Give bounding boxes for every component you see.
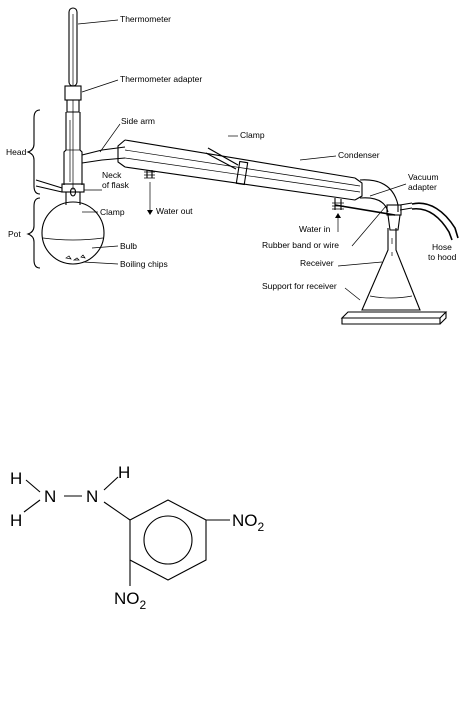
leader-lines [78,20,406,300]
benzene-ring [130,500,206,580]
receiver-support [342,312,446,324]
bond-h-n-bottom [24,500,40,512]
label-neck-line2: of flask [102,180,130,190]
label-support: Support for receiver [262,281,337,291]
aromatic-circle [144,516,192,564]
label-bulb: Bulb [120,241,137,251]
receiver-flask [362,228,420,310]
bond-h-n-top [26,480,40,492]
distillation-apparatus: Thermometer Thermometer adapter Side arm… [6,8,458,324]
condenser [82,140,362,210]
atom-h-top-left: H [10,469,22,488]
label-hose-line2: to hood [428,252,457,262]
group-no2-ortho: NO2 [114,589,147,612]
label-pot: Pot [8,229,21,239]
label-receiver: Receiver [300,258,334,268]
atom-h-top-right: H [118,463,130,482]
braces [28,110,40,268]
group-no2-para: NO2 [232,511,265,534]
label-neck-line1: Neck [102,170,122,180]
label-condenser: Condenser [338,150,380,160]
label-thermometer-adapter: Thermometer adapter [120,74,202,84]
boiling-flask [42,192,104,264]
label-head: Head [6,147,27,157]
hose-to-hood [412,203,458,240]
atom-n-right: N [86,487,98,506]
atom-h-bottom-left: H [10,511,22,530]
bond-n-ring [104,502,130,520]
vacuum-adapter [335,180,412,230]
neck-clamp [36,180,84,192]
label-clamp-neck: Clamp [100,207,125,217]
label-hose-line1: Hose [432,242,452,252]
label-boiling-chips: Boiling chips [120,259,168,269]
label-thermometer: Thermometer [120,14,171,24]
condenser-clamp [206,148,238,169]
label-vacuum-line2: adapter [408,182,437,192]
atom-n-left: N [44,487,56,506]
label-water-out: Water out [156,206,193,216]
molecule-structure: H H N N H NO2 NO2 [10,463,265,612]
label-clamp-top: Clamp [240,130,265,140]
label-water-in: Water in [299,224,331,234]
label-rubber-band: Rubber band or wire [262,240,339,250]
label-vacuum-line1: Vacuum [408,172,439,182]
label-side-arm: Side arm [121,116,155,126]
bond-n-h [104,477,118,490]
